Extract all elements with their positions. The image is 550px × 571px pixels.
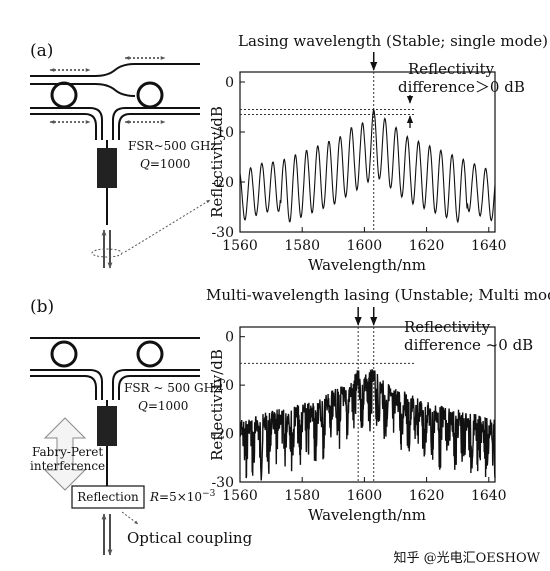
chart-a-title: Lasing wavelength (Stable; single mode) (238, 32, 548, 50)
reflection-box (71, 485, 145, 509)
reflection-r: R=5×10−3 (149, 489, 216, 504)
panel-a-q: Q=1000 (140, 157, 190, 171)
panel-b-fsr: FSR ~ 500 GHz (124, 381, 220, 395)
fabry-perot-line1: Fabry-Peret (32, 445, 103, 459)
coupling-ellipse (91, 248, 123, 258)
chart-a-annotation-line1: Reflectivity (408, 60, 495, 78)
ring-resonator-right (136, 81, 164, 109)
phase-shifter (97, 148, 117, 188)
x-tick-label: 1640 (471, 488, 507, 504)
fabry-perot-line2: interference (30, 459, 105, 473)
optical-coupling-label: Optical coupling (127, 529, 253, 547)
x-tick-label: 1580 (284, 238, 320, 254)
zoom-connector (124, 199, 211, 253)
spectrum-line (239, 369, 496, 481)
chart-b-ylabel: Reflectivity/dB (208, 349, 226, 461)
x-tick-label: 1640 (471, 238, 507, 254)
panel-a-schematic: (a) FSR~500 GHz Q=1000 (30, 41, 217, 269)
chart-a-annotation-line2: difference＞0 dB (398, 78, 525, 96)
x-tick-label: 1580 (284, 488, 320, 504)
panel-b-label: (b) (30, 297, 54, 317)
y-tick-label: -30 (211, 225, 234, 241)
panel-a-label: (a) (30, 41, 53, 61)
x-tick-label: 1560 (222, 238, 258, 254)
x-tick-label: 1600 (347, 488, 383, 504)
ring-resonator-left (50, 81, 78, 109)
x-tick-label: 1620 (409, 488, 445, 504)
spectrum-line (239, 108, 496, 224)
fabry-perot-arrow (43, 417, 87, 491)
y-tick-label: -10 (211, 125, 234, 141)
x-tick-label: 1620 (409, 238, 445, 254)
watermark: 知乎 @光电汇OESHOW (393, 550, 540, 566)
phase-shifter-b (97, 406, 117, 446)
reflection-label: Reflection (77, 490, 139, 504)
ring-resonator-right-b (136, 340, 164, 368)
chart-b-frame (239, 326, 496, 483)
chart-b-xlabel: Wavelength/nm (308, 506, 426, 524)
chart-b-annotation-line1: Reflectivity (404, 318, 491, 336)
y-tick-label: -10 (211, 378, 234, 394)
ring-resonator-left-b (50, 340, 78, 368)
chart-a-frame (239, 71, 496, 233)
panel-b-q: Q=1000 (138, 399, 188, 413)
coupling-arrow (121, 511, 139, 525)
chart-b-title: Multi-wavelength lasing (Unstable; Multi… (206, 286, 550, 304)
y-tick-label: -20 (211, 175, 234, 191)
y-tick-label: 0 (225, 75, 234, 91)
y-tick-label: -30 (211, 475, 234, 491)
panel-a-fsr: FSR~500 GHz (128, 139, 217, 153)
chart-a: Lasing wavelength (Stable; single mode) … (208, 32, 548, 274)
chart-a-xlabel: Wavelength/nm (308, 256, 426, 274)
y-tick-label: 0 (225, 330, 234, 346)
chart-a-ylabel: Reflectivity/dB (208, 106, 226, 218)
x-tick-label: 1560 (222, 488, 258, 504)
propagation-arrows (49, 56, 166, 124)
chart-b-annotation-line2: difference ~0 dB (404, 336, 533, 354)
panel-b-schematic: (b) FSR ~ 500 GHz Q=1000 Fabry-Peret int… (30, 297, 253, 556)
x-tick-label: 1600 (347, 238, 383, 254)
y-tick-label: -20 (211, 427, 234, 443)
chart-b: Multi-wavelength lasing (Unstable; Multi… (206, 286, 550, 524)
